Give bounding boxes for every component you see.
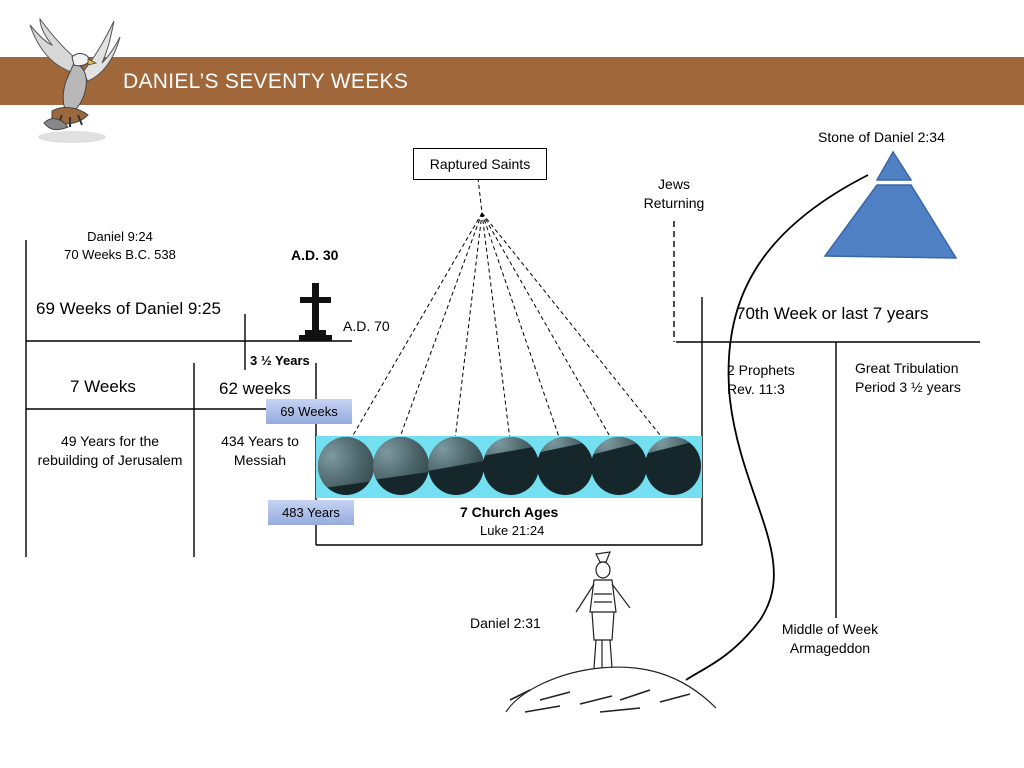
four-thirty-four-years-label: 434 Years to Messiah bbox=[221, 433, 299, 468]
ad30-label: A.D. 30 bbox=[291, 247, 339, 263]
two-prophets-label: 2 Prophets Rev. 11:3 bbox=[727, 362, 795, 397]
statue-figure-icon bbox=[505, 551, 717, 713]
moon-icon bbox=[318, 437, 374, 495]
cross-icon bbox=[299, 283, 332, 341]
jews-returning-label: Jews Returning bbox=[643, 176, 705, 211]
sixty-two-weeks-label: 62 weeks bbox=[219, 379, 291, 398]
moon-icon bbox=[537, 437, 593, 495]
seven-weeks-label: 7 Weeks bbox=[70, 377, 136, 396]
stone-pyramid-icon bbox=[823, 150, 958, 259]
forty-nine-years-label: 49 Years for the rebuilding of Jerusalem bbox=[37, 433, 183, 468]
moon-icon bbox=[373, 437, 429, 495]
stone-label: Stone of Daniel 2:34 bbox=[818, 129, 945, 145]
three-half-years-label: 3 ½ Years bbox=[250, 353, 310, 368]
four-eighty-three-years-box: 483 Years bbox=[268, 500, 354, 525]
seventieth-week-label: 70th Week or last 7 years bbox=[736, 304, 929, 323]
daniel-924-label: Daniel 9:24 70 Weeks B.C. 538 bbox=[64, 229, 176, 262]
daniel-231-label: Daniel 2:31 bbox=[470, 615, 541, 631]
great-tribulation-label: Great Tribulation Period 3 ½ years bbox=[855, 360, 961, 395]
raptured-saints-box: Raptured Saints bbox=[413, 148, 547, 180]
luke-label: Luke 21:24 bbox=[480, 523, 545, 538]
sixty-nine-weeks-box: 69 Weeks bbox=[266, 399, 352, 424]
moon-icon bbox=[645, 437, 701, 495]
sixty-nine-weeks-label: 69 Weeks of Daniel 9:25 bbox=[36, 299, 221, 318]
moon-icon bbox=[483, 437, 539, 495]
moon-icon bbox=[591, 437, 647, 495]
church-ages-label: 7 Church Ages bbox=[460, 504, 559, 520]
middle-of-week-label: Middle of Week Armageddon bbox=[781, 621, 879, 656]
ad70-label: A.D. 70 bbox=[343, 318, 390, 334]
page-title: DANIEL’S SEVENTY WEEKS bbox=[123, 70, 409, 93]
title-banner bbox=[0, 57, 1024, 105]
moon-icon bbox=[428, 437, 484, 495]
eagle-icon bbox=[29, 17, 121, 143]
